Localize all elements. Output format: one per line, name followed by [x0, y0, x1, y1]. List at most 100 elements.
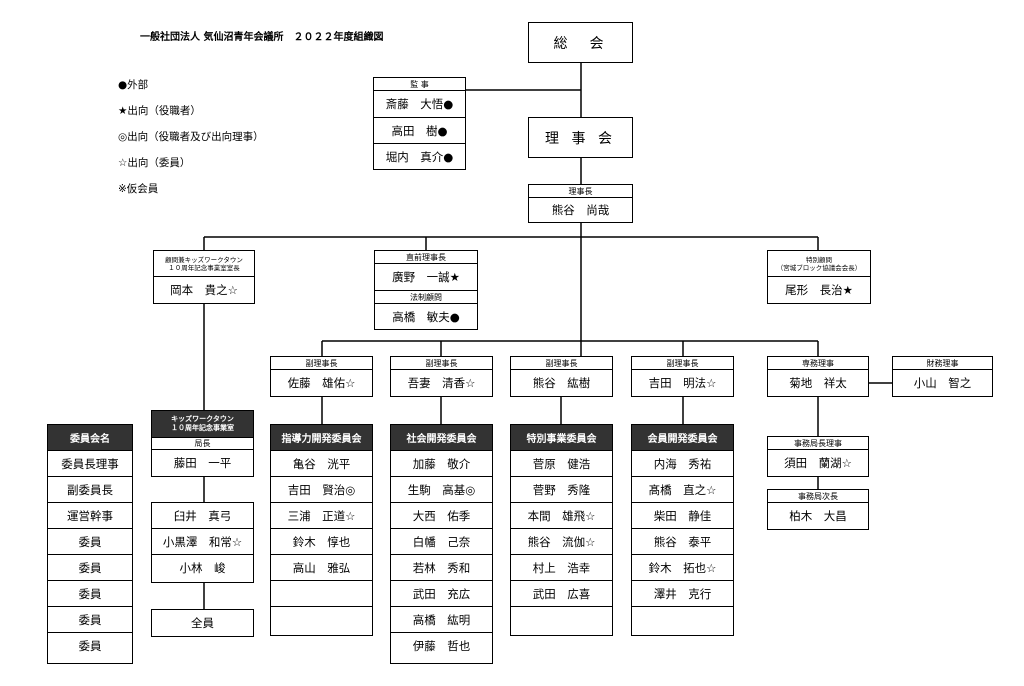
special-advisor-box: 特別顧問 （宮城ブロック協議会会長） 尾形 長治★: [767, 250, 871, 304]
committee-member: 三浦 正道☆: [271, 503, 372, 529]
committee-member: 鈴木 拓也☆: [632, 555, 733, 581]
kidswork-advisor-name: 岡本 貴之☆: [170, 283, 238, 297]
kidswork-office-header: キッズワークタウン １０周年記念事業室: [152, 411, 253, 437]
legend-external: ●外部: [118, 79, 149, 91]
vice-president-label: 副理事長: [511, 357, 612, 370]
vice-president-label: 副理事長: [632, 357, 733, 370]
vice-president-box: 副理事長 熊谷 紘樹: [510, 356, 613, 397]
board-box: 理 事 会: [528, 117, 633, 158]
committee-column: 会員開発委員会 内海 秀祐 髙橋 直之☆ 柴田 静佳 熊谷 泰平 鈴木 拓也☆ …: [631, 424, 734, 636]
kidswork-members: 臼井 真弓 小黒澤 和常☆ 小林 峻: [151, 502, 254, 583]
committee-member: 菅原 健浩: [511, 451, 612, 477]
president-label: 理事長: [529, 185, 632, 198]
secretariat-director-name: 須田 蘭湖☆: [784, 456, 852, 470]
committee-member: 吉田 賢治◎: [271, 477, 372, 503]
former-president-name: 廣野 一誠★: [392, 270, 460, 284]
general-assembly-label: 総 会: [553, 35, 608, 52]
president-box: 理事長 熊谷 尚哉: [528, 184, 633, 223]
vice-president-box: 副理事長 吾妻 清香☆: [390, 356, 493, 397]
kidswork-advisor-label: 顧問兼キッズワークタウン １０周年記念事業室室長: [154, 251, 254, 277]
committee-member: 高橋 紘明: [391, 607, 492, 633]
legend-seconded-member: ☆出向（委員）: [118, 157, 191, 169]
auditors-box: 監 事 斎藤 大悟● 高田 樹● 堀内 真介●: [373, 77, 466, 170]
deputy-secretary-label: 事務局次長: [768, 490, 868, 503]
committee-member: 本間 雄飛☆: [511, 503, 612, 529]
committee-member: 澤井 克行: [632, 581, 733, 607]
treasurer-label: 財務理事: [893, 357, 992, 370]
role-cell: 委員長理事: [48, 451, 132, 477]
committee-member: 大西 佑季: [391, 503, 492, 529]
role-cell: 運営幹事: [48, 503, 132, 529]
kidswork-all-label: 全員: [191, 616, 214, 630]
committee-column: 指導力開発委員会 亀谷 洸平 吉田 賢治◎ 三浦 正道☆ 鈴木 惇也 高山 雅弘: [270, 424, 373, 636]
auditor-name: 高田 樹●: [374, 117, 465, 143]
treasurer-box: 財務理事 小山 智之: [892, 356, 993, 397]
committee-header: 会員開発委員会: [632, 425, 733, 451]
role-cell: 委員: [48, 529, 132, 555]
deputy-secretary-box: 事務局次長 柏木 大昌: [767, 489, 869, 530]
kidswork-office-box: キッズワークタウン １０周年記念事業室 局長 藤田 一平: [151, 410, 254, 477]
former-president-label: 直前理事長: [375, 251, 477, 264]
committee-member: 熊谷 泰平: [632, 529, 733, 555]
vice-president-name: 佐藤 雄佑☆: [287, 376, 356, 390]
special-advisor-label: 特別顧問 （宮城ブロック協議会会長）: [768, 251, 870, 277]
general-assembly-box: 総 会: [528, 22, 633, 63]
page-title: 一般社団法人 気仙沼青年会議所 ２０２２年度組織図: [140, 32, 384, 43]
vice-president-label: 副理事長: [271, 357, 372, 370]
committee-member: 熊谷 流伽☆: [511, 529, 612, 555]
committee-member: [511, 607, 612, 634]
auditors-label: 監 事: [374, 78, 465, 91]
vice-president-label: 副理事長: [391, 357, 492, 370]
kidswork-chief-name: 藤田 一平: [173, 456, 232, 470]
vice-president-box: 副理事長 吉田 明法☆: [631, 356, 734, 397]
kidswork-member: 臼井 真弓: [152, 503, 253, 529]
kidswork-all-box: 全員: [151, 609, 254, 637]
secretariat-director-label: 事務局長理事: [768, 437, 868, 450]
roles-header: 委員会名: [48, 425, 132, 451]
president-name: 熊谷 尚哉: [551, 203, 610, 217]
committee-header: 指導力開発委員会: [271, 425, 372, 451]
vice-president-name: 熊谷 紘樹: [532, 376, 591, 390]
kidswork-member: 小林 峻: [179, 561, 226, 575]
legend-provisional-member: ※仮会員: [118, 183, 159, 195]
committee-member: 若林 秀和: [391, 555, 492, 581]
vice-president-box: 副理事長 佐藤 雄佑☆: [270, 356, 373, 397]
legal-advisor-name: 高橋 敏夫●: [392, 309, 460, 324]
committee-member: [271, 607, 372, 634]
committee-member: 亀谷 洸平: [271, 451, 372, 477]
vice-president-name: 吾妻 清香☆: [407, 376, 476, 390]
kidswork-advisor-box: 顧問兼キッズワークタウン １０周年記念事業室室長 岡本 貴之☆: [153, 250, 255, 304]
role-cell: 委員: [78, 639, 102, 653]
committee-member: 高山 雅弘: [271, 555, 372, 581]
committee-member: 菅野 秀隆: [511, 477, 612, 503]
committee-member: 伊藤 哲也: [412, 639, 471, 653]
executive-director-label: 専務理事: [768, 357, 868, 370]
committee-member: 武田 充広: [391, 581, 492, 607]
committee-member: 内海 秀祐: [632, 451, 733, 477]
kidswork-chief-label: 局長: [152, 437, 253, 450]
legal-advisor-label: 法制顧問: [375, 290, 477, 304]
committee-member: [632, 607, 733, 634]
committee-member: 村上 浩幸: [511, 555, 612, 581]
former-president-box: 直前理事長 廣野 一誠★ 法制顧問 高橋 敏夫●: [374, 250, 478, 330]
special-advisor-name: 尾形 長治★: [785, 283, 853, 297]
legend-seconded-officer: ★出向（役職者）: [118, 105, 201, 117]
committee-column: 社会開発委員会 加藤 敬介 生駒 高基◎ 大西 佑季 白幡 己奈 若林 秀和 武…: [390, 424, 493, 664]
role-cell: 副委員長: [48, 477, 132, 503]
committee-member: 武田 広喜: [511, 581, 612, 607]
vice-president-name: 吉田 明法☆: [648, 376, 717, 390]
committee-member: 鈴木 惇也: [271, 529, 372, 555]
committee-member: 白幡 己奈: [391, 529, 492, 555]
auditor-name: 斎藤 大悟●: [385, 97, 454, 111]
kidswork-member: 小黒澤 和常☆: [152, 529, 253, 555]
role-cell: 委員: [48, 555, 132, 581]
committee-member: [271, 581, 372, 607]
roles-column: 委員会名 委員長理事 副委員長 運営幹事 委員 委員 委員 委員 委員: [47, 424, 133, 664]
auditor-name: 堀内 真介●: [374, 143, 465, 169]
role-cell: 委員: [48, 607, 132, 633]
committee-member: 髙橋 直之☆: [632, 477, 733, 503]
role-cell: 委員: [48, 581, 132, 607]
board-label: 理 事 会: [545, 130, 616, 147]
deputy-secretary-name: 柏木 大昌: [789, 509, 847, 523]
